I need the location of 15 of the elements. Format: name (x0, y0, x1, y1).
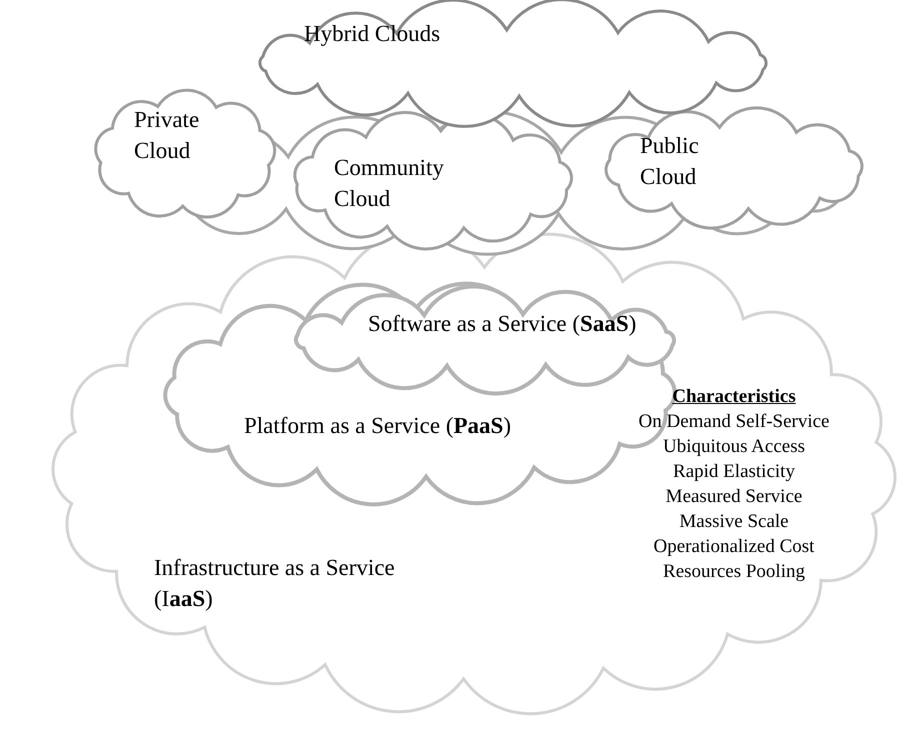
cloud-label: Public Cloud (640, 132, 700, 191)
cloud-label: Community Cloud (334, 154, 445, 213)
list-item: Resources Pooling (663, 560, 805, 584)
cloud-label: Platform as a Service (PaaS) (244, 412, 512, 440)
list-heading: Characteristics (672, 385, 796, 409)
list-item: On Demand Self-Service (638, 410, 830, 434)
list-item: Operationalized Cost (654, 535, 814, 559)
cloud-label: Private Cloud (134, 106, 200, 165)
cloud-label: Software as a Service (SaaS) (368, 310, 638, 338)
list-item: Massive Scale (679, 510, 789, 534)
list-item: Rapid Elasticity (673, 460, 795, 484)
list-item: Measured Service (666, 485, 802, 509)
cloud-label: Hybrid Clouds (304, 20, 442, 48)
list-item: Ubiquitous Access (663, 435, 805, 459)
cloud-label: Infrastructure as a Service (IaaS) (154, 554, 396, 613)
